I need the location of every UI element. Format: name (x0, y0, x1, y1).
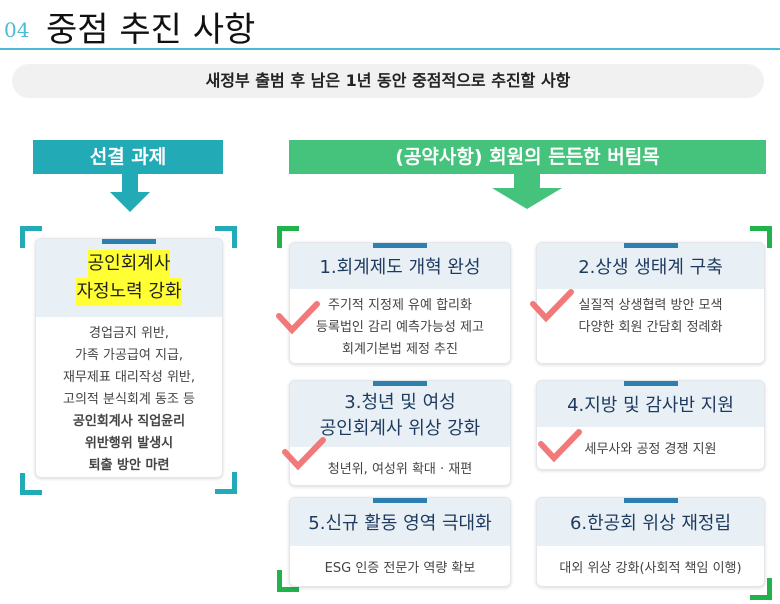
card-title: 1.회계제도 개혁 완성 (319, 257, 481, 278)
pledge-card: 5.신규 활동 영역 극대화 ESG 인증 전문가 역량 확보 (289, 497, 511, 587)
body-line: 대외 위상 강화(사회적 책임 이행) (559, 561, 742, 576)
title-divider (0, 48, 780, 50)
card-header: 5.신규 활동 영역 극대화 (290, 498, 510, 546)
body-line: 청년위, 여성위 확대 · 재편 (327, 462, 473, 477)
prerequisite-band: 선결 과제 (33, 140, 223, 174)
corner-bracket (277, 570, 299, 592)
corner-bracket (20, 226, 42, 248)
body-line: 회계기본법 제정 추진 (342, 342, 458, 357)
arrow-down-icon (492, 174, 562, 209)
body-line: 다양한 회원 간담회 정례화 (578, 320, 723, 335)
card-accent (373, 243, 427, 248)
body-line: 주기적 지정제 유예 합리화 (328, 298, 472, 313)
card-title: 3.청년 및 여성 (344, 392, 456, 413)
card-accent (102, 239, 156, 244)
card-title-line: 공인회계사 (87, 250, 171, 278)
pledge-band: (공약사항) 회원의 든든한 버팀목 (289, 140, 766, 174)
card-title-line: 자정노력 강화 (76, 278, 182, 306)
corner-bracket (277, 226, 299, 248)
card-title: 6.한공회 위상 재정립 (569, 513, 732, 534)
card-accent (373, 381, 427, 386)
card-accent (623, 243, 678, 248)
card-title: 4.지방 및 감사반 지원 (567, 395, 734, 416)
checkmark-icon (538, 429, 582, 463)
checkmark-icon (276, 301, 320, 335)
corner-bracket (215, 226, 237, 248)
body-line: ESG 인증 전문가 역량 확보 (324, 561, 476, 576)
checkmark-icon (282, 437, 326, 471)
body-line: 등록법인 감리 예측가능성 제고 (316, 320, 484, 335)
card-header: 4.지방 및 감사반 지원 (537, 381, 764, 427)
card-header: 공인회계사 자정노력 강화 (36, 239, 222, 317)
body-line: 경업금지 위반, (88, 326, 170, 341)
section-number: 04 (4, 18, 30, 42)
card-body: ESG 인증 전문가 역량 확보 (290, 546, 510, 580)
body-line: 세무사와 공정 경쟁 지원 (584, 442, 717, 457)
corner-bracket (750, 578, 772, 600)
corner-bracket (20, 473, 42, 495)
card-body: 대외 위상 강화(사회적 책임 이행) (537, 546, 764, 580)
body-line: 실질적 상생협력 방안 모색 (578, 298, 723, 313)
card-body: 경업금지 위반, 가족 가공급여 지급, 재무제표 대리작성 위반, 고의적 분… (36, 317, 222, 477)
card-body: 청년위, 여성위 확대 · 재편 (290, 447, 510, 481)
body-line: 가족 가공급여 지급, (74, 348, 184, 363)
body-line: 재무제표 대리작성 위반, (63, 370, 195, 385)
subtitle-banner: 새정부 출범 후 남은 1년 동안 중점적으로 추진할 사항 (12, 64, 764, 98)
body-line-bold: 퇴출 방안 마련 (88, 458, 170, 473)
card-header: 2.상생 생태계 구축 (537, 243, 764, 289)
card-title: 5.신규 활동 영역 극대화 (308, 513, 492, 534)
card-header: 6.한공회 위상 재정립 (537, 498, 764, 546)
arrow-down-icon (110, 174, 150, 212)
corner-bracket (750, 226, 772, 248)
card-title: 공인회계사 위상 강화 (319, 418, 481, 439)
checkmark-icon (530, 289, 574, 323)
card-accent (623, 381, 678, 386)
page-title: 중점 추진 사항 (46, 10, 256, 50)
prerequisite-card: 공인회계사 자정노력 강화 경업금지 위반, 가족 가공급여 지급, 재무제표 … (35, 238, 223, 478)
body-line-bold: 위반행위 발생시 (84, 436, 174, 451)
corner-bracket (215, 472, 237, 494)
card-accent (373, 498, 427, 503)
body-line-bold: 공인회계사 직업윤리 (72, 414, 186, 429)
card-accent (623, 498, 678, 503)
card-header: 1.회계제도 개혁 완성 (290, 243, 510, 289)
body-line: 고의적 분식회계 동조 등 (63, 392, 195, 407)
card-body: 세무사와 공정 경쟁 지원 (537, 427, 764, 461)
card-title: 2.상생 생태계 구축 (578, 257, 723, 278)
